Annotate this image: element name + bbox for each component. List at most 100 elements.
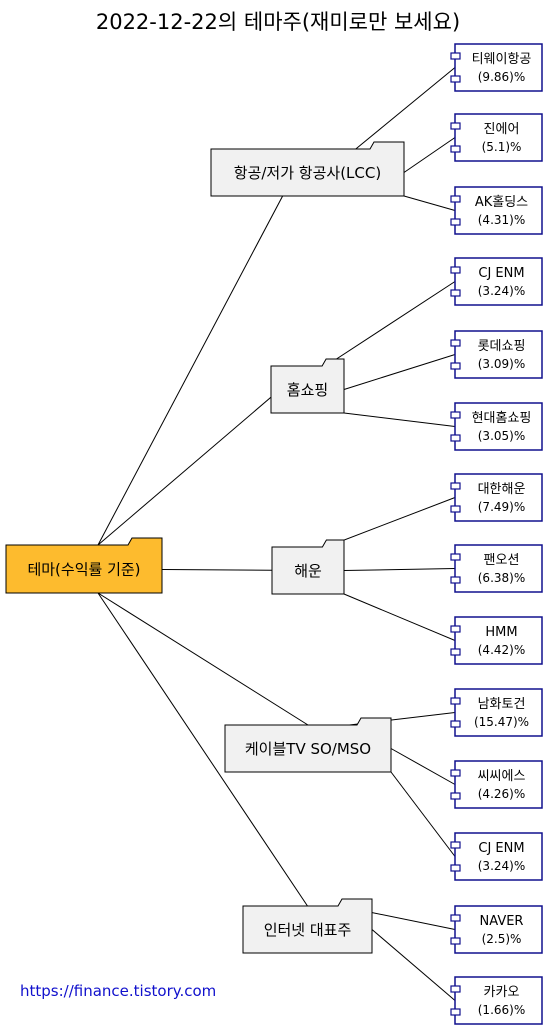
stock-node-2-3-box [454, 402, 543, 451]
source-link[interactable]: https://finance.tistory.com [20, 982, 217, 1000]
edge-theme-3-stock-2 [343, 568, 456, 571]
stock-node-4-2: 씨씨에스(4.26)% [450, 760, 543, 809]
theme-node-1: 항공/저가 항공사(LCC) [210, 141, 405, 197]
edge-theme-2-stock-1 [325, 281, 456, 367]
stock-rate: (3.05)% [478, 429, 525, 443]
stock-node-4-2-port-2 [450, 792, 461, 800]
stock-node-3-1-port-1 [450, 482, 461, 490]
stock-rate: (3.24)% [478, 859, 525, 873]
theme-node-1-shape [210, 141, 405, 197]
stock-node-1-1: 티웨이항공 (9.86)% [450, 43, 543, 92]
stock-node-4-3-port-2 [450, 864, 461, 872]
stock-node-5-1: NAVER(2.5)% [450, 905, 543, 954]
theme-node-5-label: 인터넷 대표주 [264, 921, 352, 939]
stock-rate: (4.42)% [478, 643, 525, 657]
stock-name: 진에어 [484, 122, 520, 137]
edge-theme-3-stock-3 [343, 593, 456, 641]
stock-node-3-2-box [454, 544, 543, 593]
stock-node-3-2-port-2 [450, 576, 461, 584]
root-theme-node-shape [5, 537, 163, 594]
stock-node-1-3-port-1 [450, 195, 461, 203]
stock-node-1-2-port-1 [450, 122, 461, 130]
theme-node-4: 케이블TV SO/MSO [224, 717, 392, 773]
stock-node-1-1-port-2 [450, 75, 461, 83]
edge-theme-5-stock-2 [371, 929, 456, 1001]
stock-node-2-1-box [454, 257, 543, 306]
stock-node-4-1-port-1 [450, 697, 461, 705]
stock-node-4-3: CJ ENM (3.24)% [450, 832, 543, 881]
edge-theme-1-stock-3 [403, 195, 456, 211]
stock-name: 남화토건 [478, 697, 526, 712]
theme-node-2-shape [270, 358, 345, 414]
stock-node-4-1: 남화토건 (15.47)% [450, 688, 543, 737]
stock-name: 카카오 [484, 985, 520, 1000]
edge-theme-2-stock-2 [343, 354, 456, 390]
stock-node-1-2: 진에어 (5.1)% [450, 113, 543, 162]
stock-rate: (7.49)% [478, 500, 525, 514]
edge-theme-1-stock-1 [355, 67, 456, 150]
edge-theme-2-stock-3 [343, 412, 456, 427]
theme-node-5-shape [242, 898, 373, 954]
theme-node-1-label: 항공/저가 항공사(LCC) [234, 164, 381, 182]
stock-node-3-2: 팬오션 (6.38)% [450, 544, 543, 593]
stock-rate: (6.38)% [478, 571, 525, 585]
stock-rate: (15.47)% [474, 715, 529, 729]
stock-node-2-3: 현대홈쇼핑(3.05)% [450, 402, 543, 451]
stock-name: NAVER [480, 914, 524, 929]
stock-rate: (4.31)% [478, 213, 525, 227]
theme-node-4-shape [224, 717, 392, 773]
stock-node-1-3: AK홀딩스 (4.31)% [450, 186, 543, 235]
theme-node-2: 홈쇼핑 [270, 358, 345, 414]
root-theme-node: 테마(수익률 기준) [5, 537, 163, 594]
stock-node-1-3-port-2 [450, 218, 461, 226]
stock-node-5-2: 카카오 (1.66)% [450, 976, 543, 1025]
stock-node-3-3-port-2 [450, 648, 461, 656]
stock-rate: (3.09)% [478, 357, 525, 371]
diagram-nodes: 테마(수익률 기준) 티웨이항공 (9.86)% 진에어 (5.1)% AK홀딩스 (4.3… [5, 43, 543, 1025]
theme-node-4-label: 케이블TV SO/MSO [245, 740, 371, 758]
stock-node-4-3-box [454, 832, 543, 881]
diagram-title: 2022-12-22의 테마주(재미로만 보세요) [95, 10, 461, 34]
stock-node-3-1-box [454, 473, 543, 522]
theme-node-5: 인터넷 대표주 [242, 898, 373, 954]
stock-node-5-1-box [454, 905, 543, 954]
stock-node-2-2-port-1 [450, 339, 461, 347]
stock-node-4-3-port-1 [450, 841, 461, 849]
stock-node-1-1-box [454, 43, 543, 92]
theme-node-2-label: 홈쇼핑 [287, 381, 328, 399]
stock-name: 팬오션 [484, 553, 520, 568]
stock-node-3-3-port-1 [450, 625, 461, 633]
edge-root-theme-1 [97, 148, 308, 546]
edge-theme-4-stock-2 [390, 748, 456, 785]
stock-node-2-2-port-2 [450, 362, 461, 370]
stock-node-3-2-port-1 [450, 553, 461, 561]
stock-node-2-3-port-1 [450, 411, 461, 419]
stock-node-5-2-port-1 [450, 985, 461, 993]
stock-node-4-1-port-2 [450, 720, 461, 728]
stock-name: CJ ENM [478, 841, 524, 856]
stock-name: AK홀딩스 [475, 195, 528, 210]
stock-node-3-1: 대한해운(7.49)% [450, 473, 543, 522]
connector-lines [97, 67, 456, 1001]
theme-node-3-shape [271, 539, 345, 595]
stock-node-4-1-box [454, 688, 543, 737]
stock-node-1-2-port-2 [450, 145, 461, 153]
stock-rate: (1.66)% [478, 1003, 525, 1017]
stock-rate: (4.26)% [478, 787, 525, 801]
stock-rate: (3.24)% [478, 284, 525, 298]
stock-node-1-1-port-1 [450, 52, 461, 60]
stock-node-3-1-port-2 [450, 505, 461, 513]
edge-theme-4-stock-3 [390, 771, 456, 857]
stock-node-1-3-box [454, 186, 543, 235]
stock-node-2-1: CJ ENM(3.24)% [450, 257, 543, 306]
stock-rate: (9.86)% [478, 70, 525, 84]
edge-theme-3-stock-1 [325, 497, 456, 548]
stock-name: 티웨이항공 [472, 52, 532, 67]
edge-theme-1-stock-2 [403, 137, 456, 173]
stock-node-4-2-port-1 [450, 769, 461, 777]
stock-node-5-1-port-2 [450, 937, 461, 945]
stock-node-2-2: 롯데쇼핑(3.09)% [450, 330, 543, 379]
stock-rate: (5.1)% [482, 140, 522, 154]
stock-node-3-3: HMM(4.42)% [450, 616, 543, 665]
